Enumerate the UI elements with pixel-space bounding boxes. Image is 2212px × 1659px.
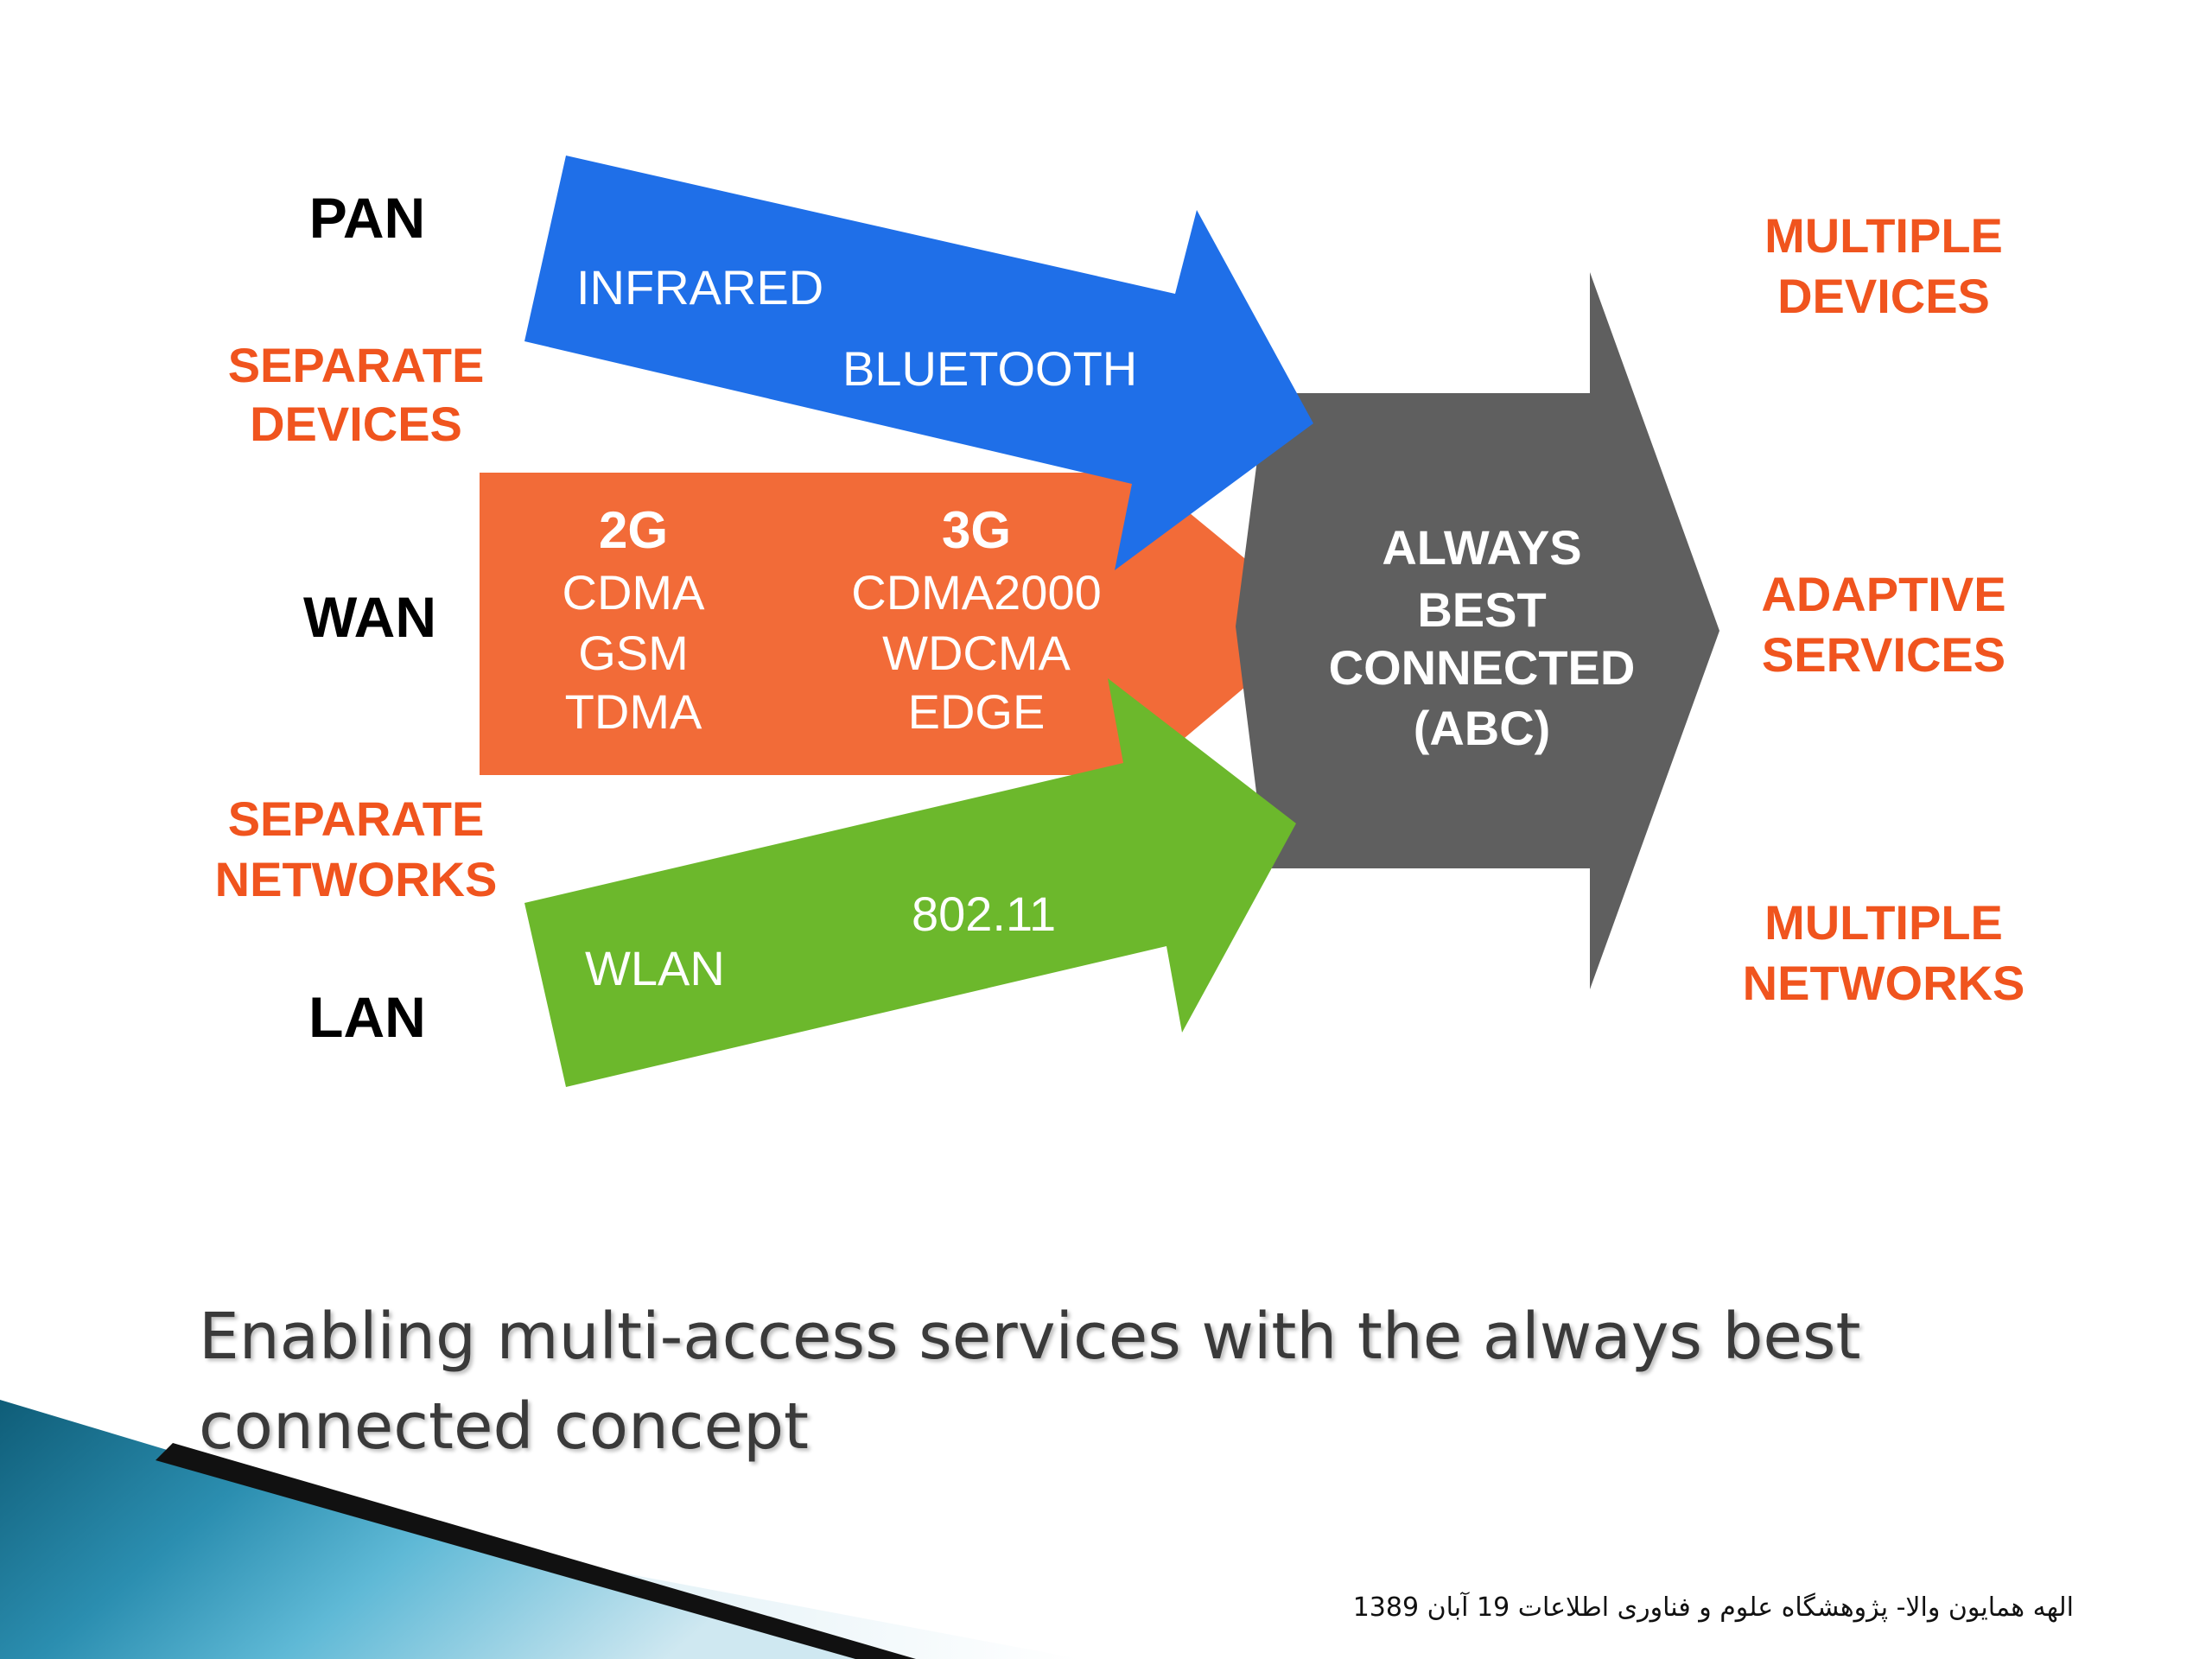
wan-2g-item: TDMA	[565, 684, 702, 739]
lan-item-wlan: WLAN	[585, 941, 725, 995]
adaptive-services-line1: ADAPTIVE	[1761, 567, 2005, 621]
pan-label: PAN	[309, 186, 425, 250]
multiple-devices-line2: DEVICES	[1777, 269, 1990, 323]
wan-2g-heading: 2G	[599, 501, 668, 559]
wan-3g-item: WDCMA	[882, 626, 1071, 680]
abc-line: (ABC)	[1414, 701, 1551, 755]
multiple-devices-line1: MULTIPLE	[1764, 208, 2003, 263]
caption-line-2: connected concept	[199, 1389, 810, 1464]
abc-arrow	[1236, 272, 1719, 989]
wan-3g-item: EDGE	[908, 684, 1046, 739]
wan-label: WAN	[303, 585, 436, 649]
abc-line: ALWAYS	[1382, 520, 1581, 575]
lan-item-80211: 802.11	[912, 887, 1056, 941]
lan-arrow	[524, 678, 1296, 1087]
pan-item-infrared: INFRARED	[576, 260, 823, 315]
separate-networks-line2: NETWORKS	[215, 852, 498, 906]
abc-line: CONNECTED	[1329, 640, 1636, 695]
wan-3g-heading: 3G	[942, 501, 1011, 559]
multiple-networks-line1: MULTIPLE	[1764, 895, 2003, 950]
pan-item-bluetooth: BLUETOOTH	[842, 341, 1137, 396]
caption-line-1: Enabling multi-access services with the …	[199, 1300, 1861, 1374]
separate-devices-line1: SEPARATE	[228, 338, 485, 392]
slide-footer: الهه همایون والا- پژوهشگاه علوم و فناوری…	[1352, 1592, 2074, 1623]
lan-label: LAN	[308, 985, 426, 1049]
wan-2g-item: CDMA	[563, 565, 706, 620]
wan-3g-item: CDMA2000	[851, 565, 1101, 620]
wan-2g-item: GSM	[578, 626, 689, 680]
multiple-networks-line2: NETWORKS	[1743, 956, 2025, 1010]
decorative-swoosh	[0, 1400, 1080, 1659]
separate-devices-line2: DEVICES	[250, 397, 462, 451]
pan-arrow	[524, 156, 1313, 570]
separate-networks-line1: SEPARATE	[228, 791, 485, 846]
abc-line: BEST	[1417, 582, 1546, 637]
adaptive-services-line2: SERVICES	[1762, 627, 2005, 682]
slide-caption: Enabling multi-access services with the …	[199, 1292, 2100, 1471]
wan-block	[480, 473, 1322, 775]
